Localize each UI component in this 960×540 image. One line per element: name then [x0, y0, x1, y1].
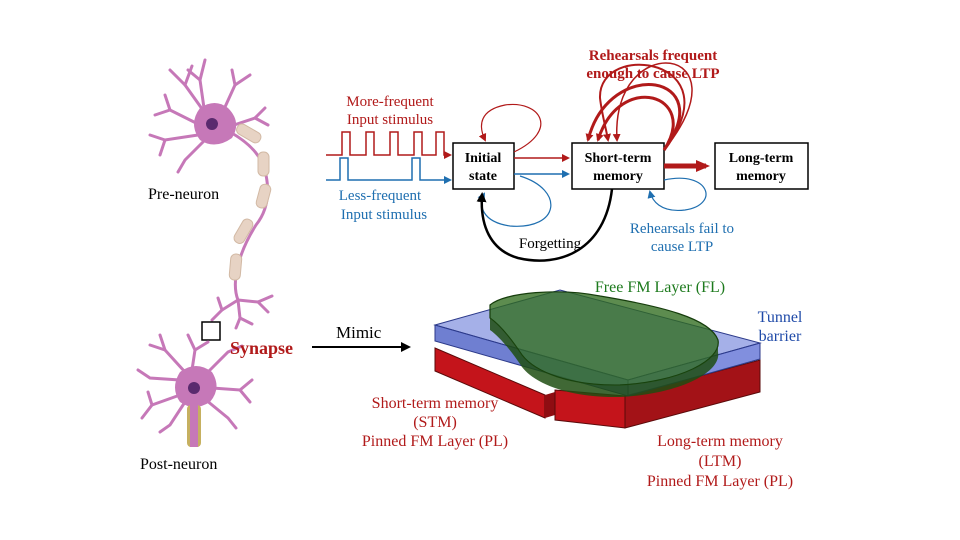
pre-neuron-nucleus	[206, 118, 218, 130]
post-neuron-nucleus	[188, 382, 200, 394]
axon-terminals	[210, 294, 274, 330]
rehearsal-success-line1: Rehearsals frequent	[589, 48, 717, 64]
rehearsal-success-line2: enough to cause LTP	[586, 66, 719, 82]
less-frequent-pulse-train	[326, 157, 452, 184]
stm-blue-loop	[647, 177, 707, 212]
initial-state-line1: Initial	[465, 151, 502, 166]
post-neuron-dendrites	[136, 333, 254, 434]
long-term-line2: memory	[736, 169, 786, 184]
less-frequent-label-line1: Less-frequent	[339, 188, 422, 204]
synapse-marker-box	[201, 321, 221, 341]
tunnel-barrier-label-line2: barrier	[759, 328, 802, 345]
ltm-pinned-layer	[554, 359, 761, 429]
initial-state-box: Initial state	[452, 142, 515, 190]
ltm-label-line1: Long-term memory	[657, 433, 783, 450]
forgetting-arrow	[476, 188, 614, 262]
free-layer-label: Free FM Layer (FL)	[595, 279, 725, 296]
rehearsal-fail-line2: cause LTP	[651, 239, 713, 255]
myelin-sheath	[228, 123, 272, 281]
stm-pinned-layer	[434, 347, 555, 419]
mtj-device	[433, 289, 762, 429]
rehearsal-loops	[585, 62, 693, 151]
mimic-label: Mimic	[336, 323, 382, 342]
rehearsal-fail-line1: Rehearsals fail to	[630, 221, 734, 237]
long-term-memory-box: Long-term memory	[714, 142, 809, 190]
short-term-memory-box: Short-term memory	[571, 142, 665, 190]
short-term-line1: Short-term	[585, 151, 652, 166]
more-frequent-label-line1: More-frequent	[346, 94, 434, 110]
free-layer	[489, 291, 719, 398]
pre-neuron	[148, 58, 274, 330]
more-frequent-pulse-train	[326, 131, 452, 159]
stm-label-line1: Short-term memory	[372, 395, 499, 412]
more-frequent-label-line2: Input stimulus	[347, 112, 433, 128]
forgetting-label: Forgetting	[519, 236, 582, 252]
short-term-line2: memory	[593, 169, 643, 184]
stm-label-line2: (STM)	[413, 414, 457, 431]
initial-state-line2: state	[469, 169, 497, 184]
pre-neuron-label: Pre-neuron	[148, 186, 219, 203]
long-term-line1: Long-term	[729, 151, 794, 166]
initial-state-red-loop	[478, 103, 542, 153]
post-neuron	[136, 333, 254, 447]
ltm-label-line2: (LTM)	[699, 453, 742, 470]
post-neuron-label: Post-neuron	[140, 456, 217, 473]
synapse-label: Synapse	[230, 338, 293, 358]
less-frequent-label-line2: Input stimulus	[341, 207, 427, 223]
ltm-label-line3: Pinned FM Layer (PL)	[647, 473, 793, 490]
tunnel-barrier-label-line1: Tunnel	[758, 309, 803, 326]
stm-label-line3: Pinned FM Layer (PL)	[362, 433, 508, 450]
